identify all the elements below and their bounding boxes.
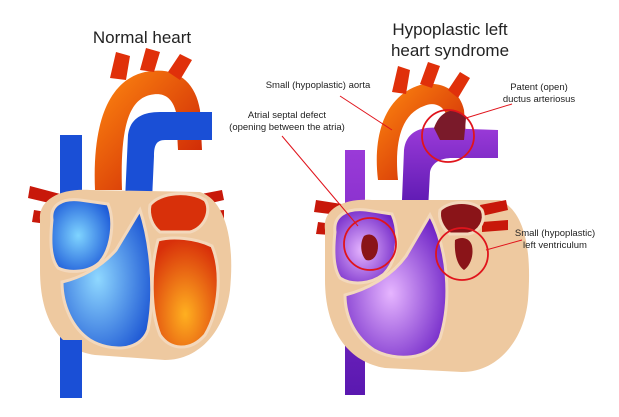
normal-heart-title: Normal heart (92, 28, 192, 47)
leader-asd (281, 135, 359, 227)
leader-lv (485, 239, 523, 251)
right-ventricle (60, 206, 154, 350)
asd-highlight-circle (343, 217, 397, 271)
label-asd-line2: (opening between the atria) (229, 122, 345, 133)
label-pda-line1: Patent (open) (510, 82, 568, 93)
hlhs-left-ventricle (454, 238, 473, 270)
aorta-branches (110, 48, 192, 80)
asd-opening (361, 234, 378, 261)
hlhs-heart (281, 62, 530, 395)
normal-heart (28, 48, 232, 398)
left-atrium (148, 192, 210, 234)
ductus-arteriosus (434, 110, 466, 140)
leader-aorta (339, 95, 393, 131)
lv-highlight-circle (435, 227, 489, 281)
hlhs-small-aorta (376, 83, 466, 180)
pulmonary-artery (125, 112, 212, 200)
hlhs-title-line1: Hypoplastic left (392, 20, 508, 39)
inferior-vena-cava (60, 340, 82, 398)
label-asd-line1: Atrial septal defect (247, 110, 327, 121)
label-pda-line2: ductus arteriosus (502, 94, 576, 105)
label-small-aorta: Small (hypoplastic) aorta (265, 80, 371, 91)
label-lv-line2: left ventriculum (523, 240, 587, 251)
hlhs-right-ventricle (343, 211, 449, 359)
hlhs-aorta-branches (392, 62, 470, 98)
hlhs-pulmonary-vein-right (480, 200, 508, 232)
left-ventricle (150, 236, 220, 349)
pda-highlight-circle (421, 109, 475, 163)
hlhs-left-atrium (438, 201, 485, 236)
right-atrium (49, 198, 114, 273)
leader-pda (465, 103, 513, 119)
label-lv-line1: Small (hypoplastic) (514, 228, 596, 239)
aorta (94, 70, 202, 190)
hlhs-title-line2: heart syndrome (390, 41, 510, 60)
